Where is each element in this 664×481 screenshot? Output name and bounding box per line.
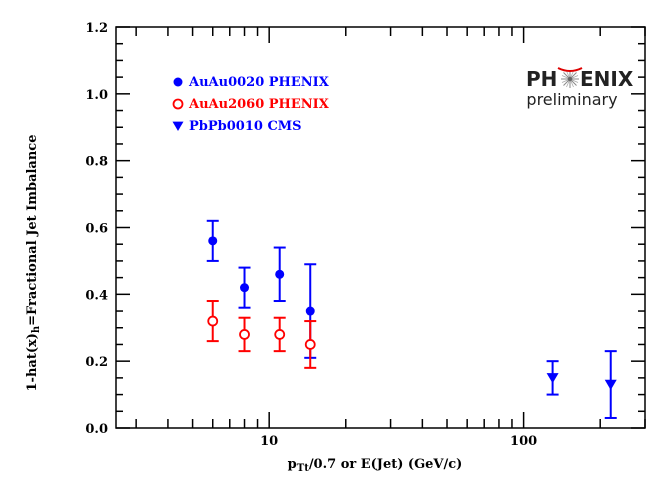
legend-item: PbPb0010 CMS [172, 119, 302, 134]
x-tick-label: 10 [260, 434, 278, 449]
y-axis-title-main: 1-hat(x) [25, 333, 40, 391]
data-point [305, 306, 315, 316]
data-point [207, 315, 219, 327]
series-auau2060-phenix [206, 300, 317, 369]
y-axis-title-sub: h [31, 325, 42, 333]
legend-label: AuAu2060 PHENIX [188, 97, 330, 112]
data-point [240, 283, 250, 293]
data-point [239, 329, 250, 340]
data-point [546, 373, 559, 384]
data-point [304, 339, 316, 350]
y-tick-label: 0.6 [85, 222, 108, 237]
y-axis-title: 1-hat(x)h=Fractional Jet Imbalance [25, 135, 42, 392]
phenix-logo: PH ENIX preliminary [526, 67, 634, 109]
y-tick-label: 1.2 [85, 21, 108, 36]
legend-marker [172, 98, 184, 110]
logo-star-icon [557, 67, 583, 88]
y-tick-label: 0.2 [85, 355, 108, 370]
x-axis-title-rest: /0.7 or E(Jet) (GeV/c) [309, 457, 463, 472]
legend: AuAu0020 PHENIX AuAu2060 PHENIX PbPb0010 C… [172, 75, 330, 134]
legend-label: AuAu0020 PHENIX [188, 75, 330, 90]
series-pbpb0010-cms [546, 350, 617, 419]
legend-item: AuAu2060 PHENIX [172, 97, 330, 112]
x-axis-title-sub: Tt [297, 463, 309, 474]
legend-item: AuAu0020 PHENIX [173, 75, 330, 90]
logo-text-left: PH [526, 67, 557, 91]
data-points [206, 219, 617, 419]
y-tick-label: 0.8 [85, 155, 108, 170]
x-axis-title: pTt/0.7 or E(Jet) (GeV/c) [288, 457, 463, 474]
data-point [208, 236, 218, 246]
y-tick-label: 1.0 [85, 88, 108, 103]
legend-marker [172, 121, 184, 131]
logo-subtitle: preliminary [526, 90, 617, 109]
legend-label: PbPb0010 CMS [189, 119, 302, 134]
data-point [274, 329, 286, 340]
legend-marker [173, 77, 183, 87]
data-point [275, 269, 285, 279]
data-point [604, 379, 617, 390]
logo-text-right: ENIX [580, 67, 634, 91]
y-tick-label: 0.0 [85, 422, 108, 437]
y-tick-label: 0.4 [85, 288, 108, 303]
x-tick-label: 100 [510, 434, 537, 449]
series-auau0020-phenix [206, 219, 317, 359]
axis-ticks [116, 26, 646, 429]
x-axis-title-main: p [288, 457, 297, 472]
tick-labels: 0.0 0.2 0.4 0.6 0.8 1.0 1.2 10 100 [85, 21, 537, 449]
y-axis-title-rest: =Fractional Jet Imbalance [25, 135, 40, 326]
